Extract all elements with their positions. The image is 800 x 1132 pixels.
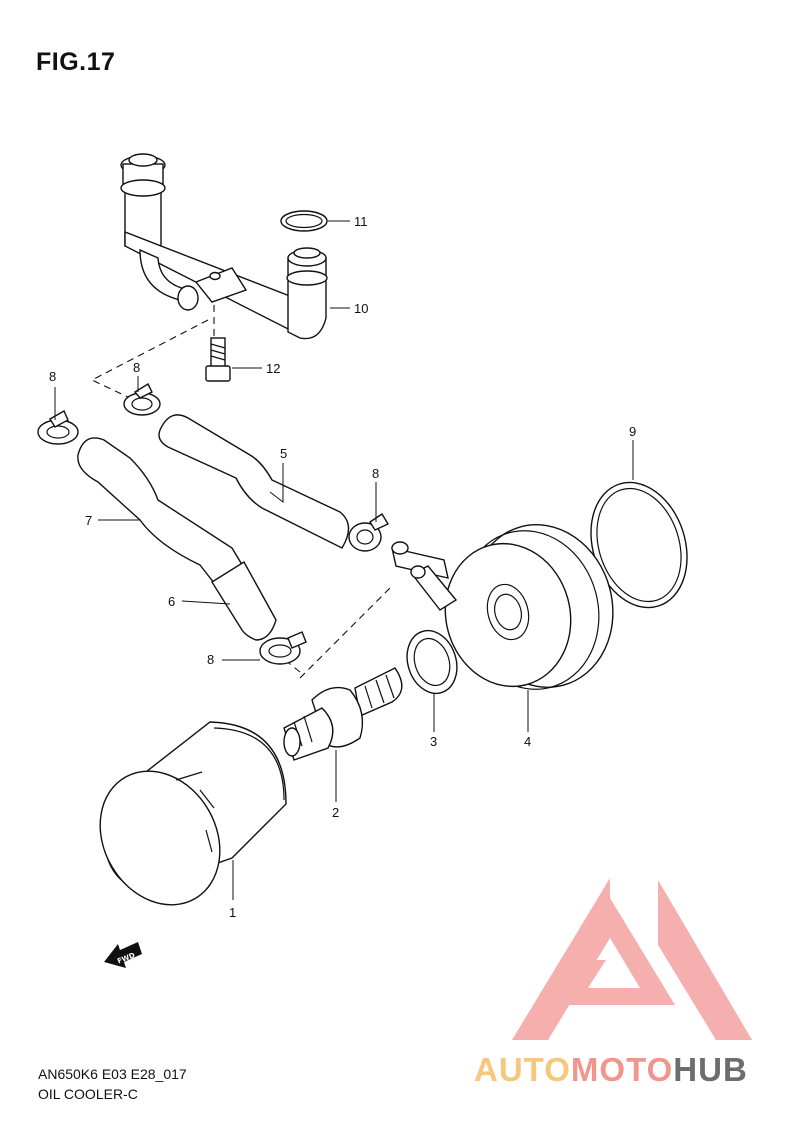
- callout-6: 6: [168, 594, 175, 609]
- bolt-12: [205, 337, 231, 382]
- hose-clamp: [37, 410, 79, 445]
- union-bolt: [283, 667, 403, 761]
- watermark-wordmark: AUTOMOTOHUB: [474, 1051, 748, 1088]
- callout-8d: 8: [207, 652, 214, 667]
- assembly-line-upper: [90, 305, 215, 399]
- callout-9: 9: [629, 424, 636, 439]
- figure-title: FIG.17: [36, 48, 116, 76]
- section-name: OIL COOLER-C: [38, 1086, 138, 1102]
- hose-5: [158, 414, 350, 549]
- callout-8a: 8: [49, 369, 56, 384]
- hose-6: [211, 561, 277, 641]
- watermark-logo: [512, 878, 752, 1040]
- callout-12: 12: [266, 361, 280, 376]
- leader-lines: [54, 220, 634, 900]
- fwd-arrow: FWD: [104, 942, 142, 968]
- callout-10: 10: [354, 301, 368, 316]
- callout-2: 2: [332, 805, 339, 820]
- callout-11: 11: [354, 214, 368, 229]
- oil-pipe-assembly: [120, 153, 328, 340]
- hose-clamp: [259, 631, 307, 665]
- callout-4: 4: [524, 734, 531, 749]
- callout-8b: 8: [133, 360, 140, 375]
- hose-clamp: [123, 383, 161, 416]
- callout-8c: 8: [372, 466, 379, 481]
- callout-7: 7: [85, 513, 92, 528]
- callout-5: 5: [280, 446, 287, 461]
- gasket-3: [406, 629, 458, 695]
- callout-1: 1: [229, 905, 236, 920]
- oil-filter: [99, 721, 287, 906]
- model-code: AN650K6 E03 E28_017: [38, 1066, 187, 1082]
- callout-3: 3: [430, 734, 437, 749]
- hose-clamp: [348, 513, 390, 552]
- oil-cooler: [391, 524, 614, 690]
